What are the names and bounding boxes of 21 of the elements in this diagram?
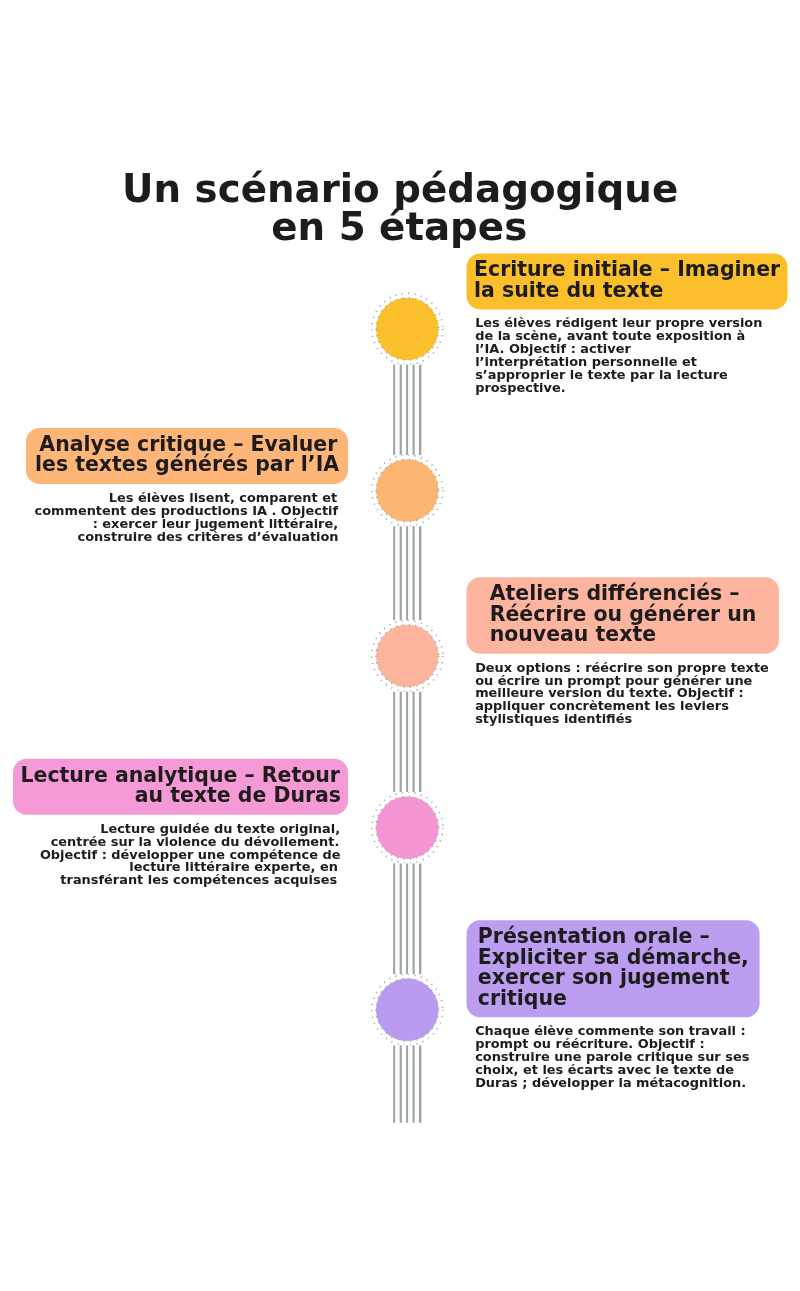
node-circle [370,292,444,366]
node-box: Ateliers différenciés – Réécrire ou générer un nouveau texte [466,577,779,654]
node-label: Deux options : réécrire son propre texte ou écrire un prompt pour générer une meilleure version du texte. Objectif : appliquer concrètement les leviers stylistiques identifiés [475,659,769,727]
node-box: Ecriture initiale – Imaginer la suite du texte [466,253,788,310]
node-box: Présentation orale – Expliciter sa démarche, exercer son jugement critique [466,920,760,1018]
connector [393,863,422,975]
connector [393,526,422,621]
node-box: Lecture analytique – Retour au texte de Duras [12,758,348,815]
node-circle [370,454,444,527]
connector [393,364,422,455]
node-box: Analyse critique – Evaluer les textes générés par l’IA [25,428,348,485]
node-label: Lecture guidée du texte original, centrée sur la violence du dévoilement. Objectif : développer une compétence de lecture littéraire experte, en transférant les compétences acquises [39,820,341,888]
connector [393,691,422,792]
node-label: Les élèves rédigent leur propre version de la scène, avant toute exposition à l’IA. Objectif : activer l’interprétation personnelle et s’approprier le texte par la lecture prospective. [475,315,763,396]
node-circle [370,973,444,1047]
node-label: Chaque élève commente son travail : prompt ou réécriture. Objectif : construire une parole critique sur ses choix, et les écarts avec le texte de Duras ; développer la métacognition. [475,1023,750,1090]
node-circle [370,619,444,693]
diagram-title: Un scénario pédagogique en 5 étapes [122,165,679,250]
node-circle [370,791,444,865]
node-label: Les élèves lisent, comparent et commentent des productions IA . Objectif : exercer leur jugement littéraire, construire des critères d’évaluation [34,489,339,544]
connector [393,1045,422,1123]
